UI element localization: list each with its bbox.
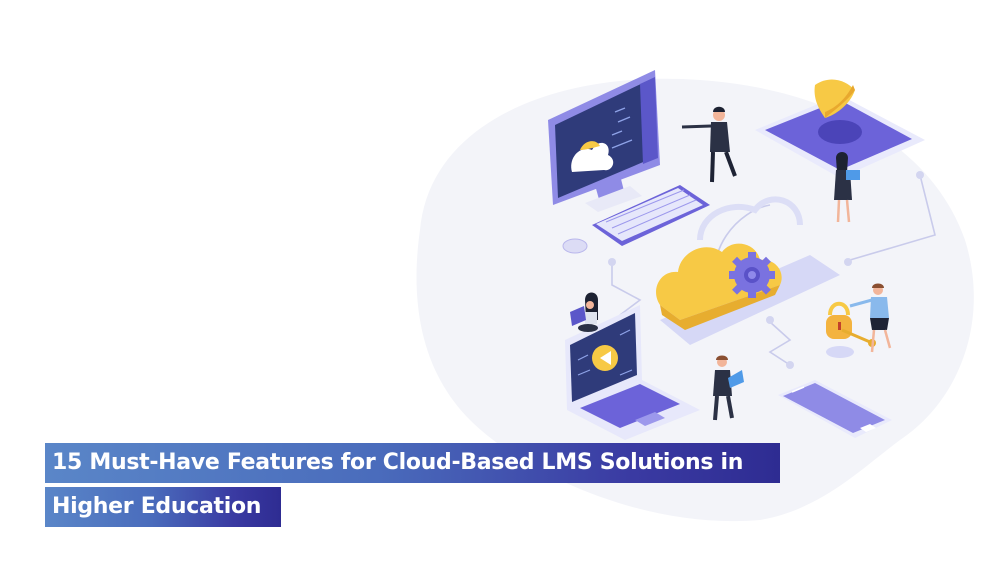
laptop-video-icon	[565, 305, 700, 440]
woman-with-laptop-figure	[834, 152, 860, 223]
gear-icon	[729, 252, 775, 298]
businessman-pointing-figure	[681, 106, 737, 183]
tablet-shield-icon	[755, 79, 925, 178]
title-line-2: Higher Education	[45, 487, 281, 527]
title-line-1: 15 Must-Have Features for Cloud-Based LM…	[45, 443, 780, 483]
keyboard-icon	[592, 185, 710, 246]
smartphone-icon	[778, 380, 892, 438]
boy-with-key-figure	[849, 283, 892, 353]
desktop-monitor-icon	[548, 70, 660, 212]
mouse-icon	[562, 238, 588, 254]
man-with-laptop-figure	[713, 355, 744, 421]
padlock-key-icon	[826, 301, 876, 358]
woman-sitting-figure	[570, 292, 598, 332]
